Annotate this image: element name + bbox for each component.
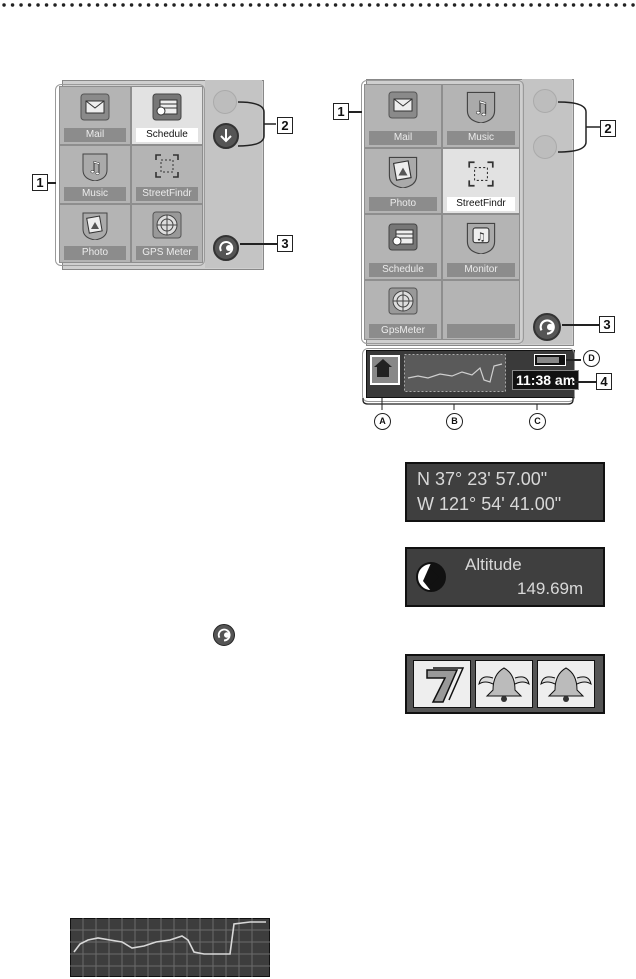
streetfinder-icon [466, 159, 496, 189]
callout-4-right: 4 [596, 373, 612, 390]
marker-d: D [583, 350, 600, 367]
callout-3-left: 3 [277, 235, 293, 252]
music-icon: ♫ [464, 89, 498, 123]
rotate-icon [214, 625, 234, 645]
svg-text:♫: ♫ [473, 98, 489, 119]
callout-bracket [236, 100, 276, 150]
app-label: StreetFindr [136, 187, 198, 201]
right-app-schedule[interactable]: Schedule [364, 214, 442, 280]
left-app-gps-meter[interactable]: GPS Meter [131, 204, 203, 263]
slot-seven-icon [413, 660, 471, 708]
app-label: Music [64, 187, 126, 201]
left-app-streetfindr[interactable]: StreetFindr [131, 145, 203, 204]
clock-time: 11:38 am [512, 370, 579, 390]
altitude-value: 149.69m [517, 579, 583, 599]
app-label: Mail [369, 131, 437, 145]
photo-icon [386, 154, 420, 188]
home-button[interactable] [370, 355, 400, 385]
svg-text:♫: ♫ [88, 158, 102, 177]
schedule-icon [152, 93, 182, 121]
altitude-display: Altitude 149.69m [405, 547, 605, 607]
marker-c: C [529, 413, 546, 430]
home-icon [372, 357, 394, 379]
app-label: Photo [64, 246, 126, 260]
app-label: Music [447, 131, 515, 145]
left-app-photo[interactable]: Photo [59, 204, 131, 263]
right-app-mail[interactable]: Mail [364, 84, 442, 148]
right-app-monitor[interactable]: ♫ Monitor [442, 214, 520, 280]
callout-leader [240, 243, 277, 245]
callout-bracket [556, 100, 600, 156]
schedule-icon [388, 223, 418, 251]
right-app-empty [442, 280, 520, 340]
callout-3-right: 3 [599, 316, 615, 333]
svg-text:♫: ♫ [476, 229, 486, 243]
battery-indicator [534, 354, 566, 366]
right-scroll-up-button[interactable] [533, 89, 557, 113]
callout-leader [348, 111, 362, 113]
callout-leader [562, 324, 599, 326]
app-label: Photo [369, 197, 437, 211]
gps-meter-icon [388, 287, 418, 315]
longitude-text: W 121° 54' 41.00" [417, 494, 561, 515]
mail-icon [388, 91, 418, 119]
app-label: Schedule [136, 128, 198, 142]
slot-bell-icon [475, 660, 533, 708]
callout-1-left: 1 [32, 174, 48, 191]
rotate-icon [535, 315, 559, 339]
app-label: Monitor [447, 263, 515, 277]
callout-leader [573, 381, 596, 383]
left-app-schedule[interactable]: Schedule [131, 86, 203, 145]
callout-leader [566, 359, 581, 361]
altitude-label: Altitude [465, 555, 522, 575]
right-app-streetfindr[interactable]: StreetFindr [442, 148, 520, 214]
marker-b: B [446, 413, 463, 430]
app-label: StreetFindr [447, 197, 515, 211]
rotate-icon-inline [213, 624, 235, 646]
altitude-profile-graph [70, 918, 270, 977]
app-label: Schedule [369, 263, 437, 277]
latitude-text: N 37° 23' 57.00" [417, 469, 547, 490]
app-label [447, 324, 515, 338]
dotted-top-border [0, 0, 636, 12]
callout-2-left: 2 [277, 117, 293, 134]
right-app-gpsmeter[interactable]: GpsMeter [364, 280, 442, 340]
streetfinder-icon [153, 152, 181, 180]
gps-meter-icon [152, 211, 182, 239]
photo-icon [80, 210, 110, 240]
right-rotate-button[interactable] [533, 313, 561, 341]
right-app-photo[interactable]: Photo [364, 148, 442, 214]
right-app-music[interactable]: ♫ Music [442, 84, 520, 148]
callout-1-right: 1 [333, 103, 349, 120]
slot-display [405, 654, 605, 714]
left-rotate-button[interactable] [213, 235, 239, 261]
right-scroll-down-button[interactable] [533, 135, 557, 159]
left-app-music[interactable]: ♫ Music [59, 145, 131, 204]
mail-icon [80, 93, 110, 121]
music-icon: ♫ [80, 151, 110, 181]
left-scroll-up-button[interactable] [213, 90, 237, 114]
altitude-graph [404, 354, 506, 392]
compass-icon [415, 561, 447, 593]
callout-leader [47, 182, 56, 184]
slot-bell-icon [537, 660, 595, 708]
coordinates-display: N 37° 23' 57.00" W 121° 54' 41.00" [405, 462, 605, 522]
marker-a: A [374, 413, 391, 430]
left-app-mail[interactable]: Mail [59, 86, 131, 145]
monitor-icon: ♫ [464, 220, 498, 254]
bottom-bracket [362, 396, 574, 410]
app-label: GPS Meter [136, 246, 198, 260]
down-arrow-icon [215, 125, 237, 147]
rotate-icon [215, 237, 237, 259]
app-label: GpsMeter [369, 324, 437, 338]
callout-2-right: 2 [600, 120, 616, 137]
app-label: Mail [64, 128, 126, 142]
